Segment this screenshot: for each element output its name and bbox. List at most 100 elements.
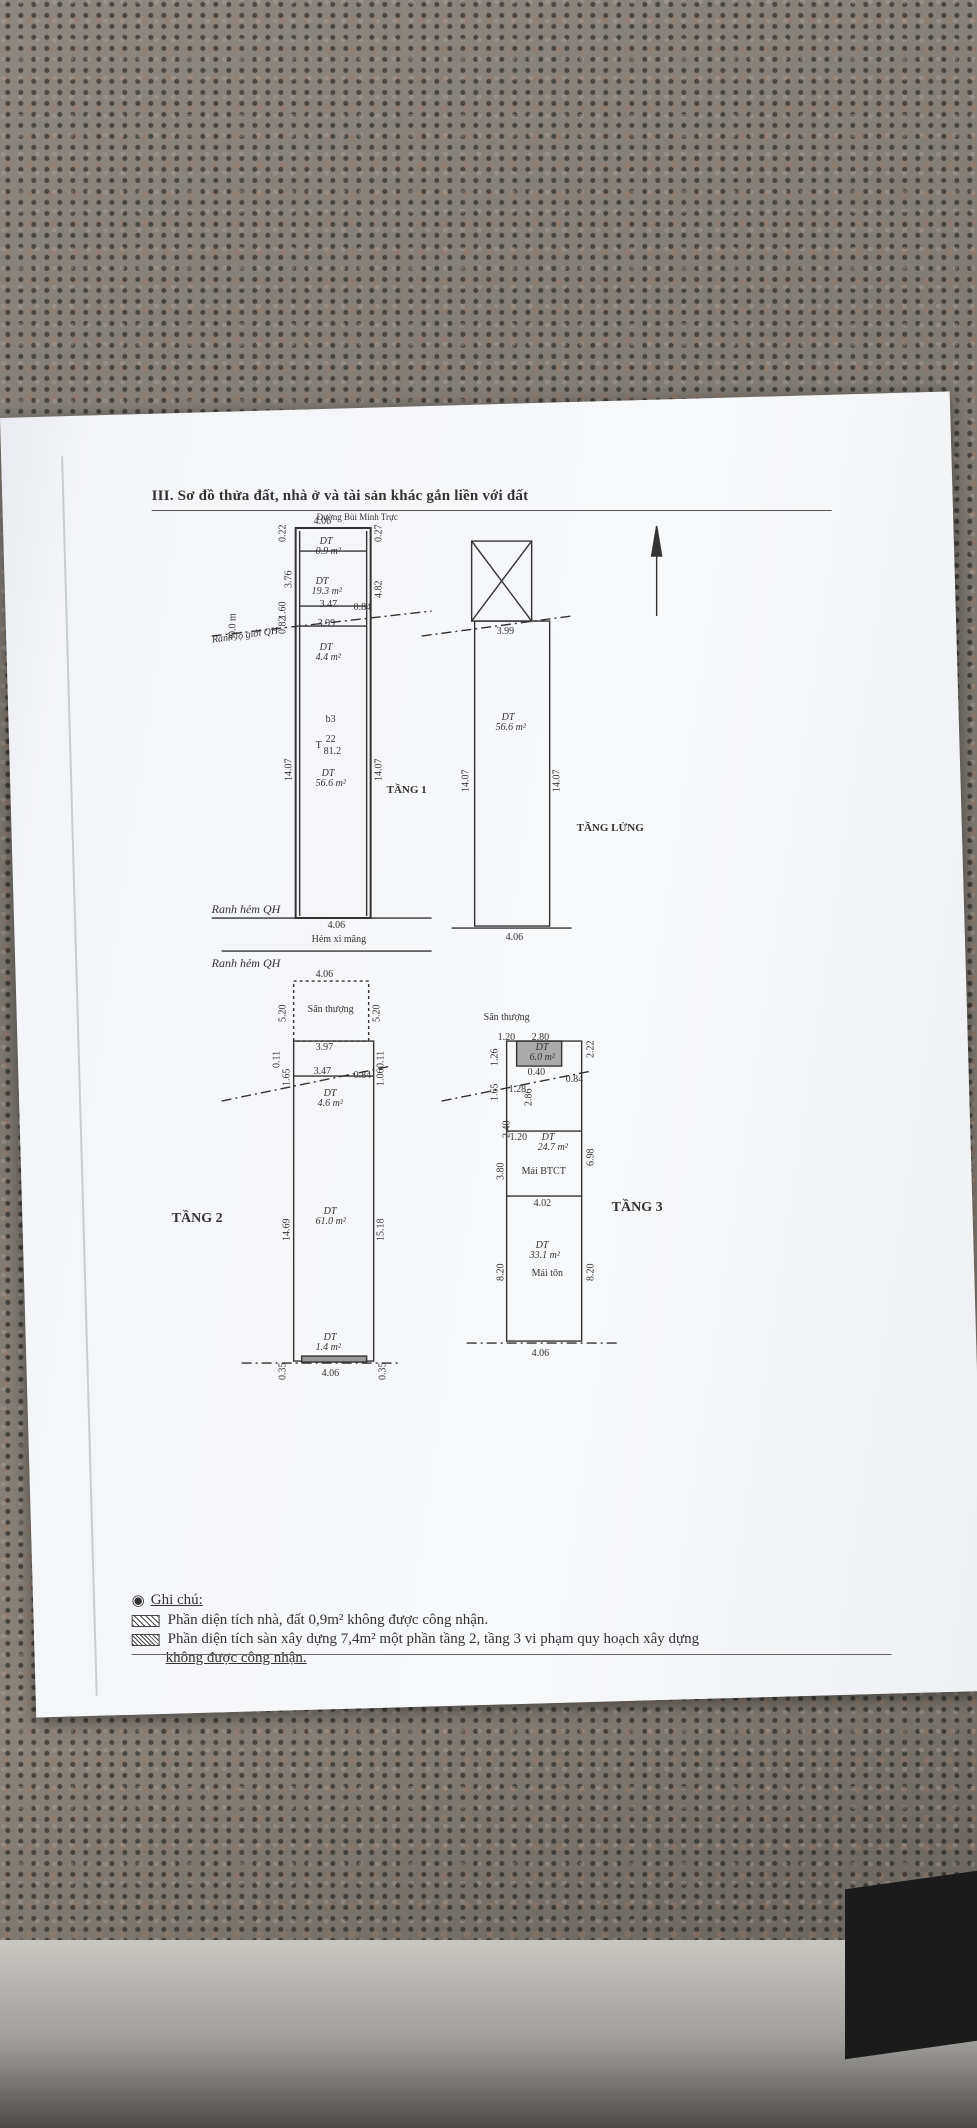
floor3-dim-165: 1.65 — [489, 1083, 501, 1102]
floor3-width-402: 4.02 — [533, 1198, 552, 1210]
floor3-terrace: Sân thượng — [483, 1012, 530, 1024]
legend-title: Ghi chú: — [150, 1592, 203, 1609]
floor3-row1-area: 6.0 m² — [529, 1052, 555, 1064]
floor1-row3-area: 4.4 m² — [315, 652, 341, 664]
legend-item-2-text: Phần diện tích sàn xây dựng 7,4m² một ph… — [167, 1631, 700, 1648]
floor1-title: TẦNG 1 — [386, 784, 427, 797]
floor3-dim-120b: 1.20 — [509, 1132, 528, 1144]
floor1-dim-482: 4.82 — [373, 580, 385, 599]
floor3-dim-820b: 8.20 — [585, 1263, 597, 1282]
floor3-title: TẦNG 3 — [611, 1200, 663, 1216]
floor2-dim-084: 0.84 — [353, 1070, 372, 1082]
floor2-terrace: Sân thượng — [307, 1004, 354, 1016]
floor1-dim-376: 3.76 — [283, 570, 295, 589]
floor1-bottom-width: 4.06 — [327, 920, 346, 932]
hatch-light-icon — [131, 1614, 160, 1627]
floor1-dim-082: 0.82 — [277, 616, 289, 635]
floor1-sheet-sub: 81.2 — [323, 746, 342, 758]
document-content: III. Sơ đồ thửa đất, nhà ở và tài sản kh… — [72, 476, 932, 1666]
floor2-dim-520b: 5.20 — [371, 1004, 383, 1023]
floor3-bottom-width: 4.06 — [531, 1348, 550, 1360]
mezz-bottom-width: 4.06 — [505, 932, 524, 944]
mezz-title: TẦNG LỬNG — [576, 822, 644, 835]
mezz-x2 — [471, 540, 533, 622]
floor2-bottom-width: 4.06 — [321, 1368, 340, 1380]
floor2-mid-width: 3.97 — [315, 1042, 334, 1054]
floor1-alley: Hẻm xi măng — [311, 934, 367, 946]
floor1-alley-boundary: Ranh hẻm QH — [211, 902, 281, 917]
floor3-dim-126: 1.26 — [489, 1048, 501, 1067]
floor2-width-347: 3.47 — [313, 1066, 332, 1078]
floor2-dim-011a: 0.11 — [271, 1050, 283, 1069]
floor2-row1-area: 4.6 m² — [317, 1098, 343, 1110]
floor1-dim-027: 0.27 — [373, 524, 385, 543]
floor1-width-347: 3.47 — [319, 599, 338, 611]
mezz-dim-right: 14.07 — [551, 769, 563, 793]
floor2-terrace — [292, 980, 370, 1042]
floor1-row1-area: 0.9 m² — [315, 546, 341, 558]
floor1-dim-1407-left: 14.07 — [283, 758, 295, 782]
mezz-dim-left: 14.07 — [460, 769, 472, 793]
floor1-parcel: b3 — [325, 714, 336, 726]
floor3-dim-040: 0.40 — [527, 1067, 546, 1079]
floor3-dim-120a: 1.20 — [497, 1032, 516, 1044]
floor2-dim-106: 1.06 — [375, 1068, 387, 1087]
floor3-hatch — [515, 1040, 563, 1067]
floor2-top-width: 4.06 — [315, 969, 334, 981]
dark-object — [845, 1870, 977, 2060]
floor3-roof-concrete: Mái BTCT — [521, 1166, 566, 1178]
mezz-dt-area: 56.6 m² — [495, 722, 526, 734]
floor2-dim-165: 1.65 — [281, 1068, 293, 1087]
floor3-row3-area: 33.1 m² — [529, 1250, 560, 1262]
floor1-road-line — [211, 610, 432, 637]
floor2-dim-1469: 14.69 — [281, 1218, 293, 1242]
floor1-row4-area: 56.6 m² — [315, 778, 346, 790]
floor2-title: TẦNG 2 — [171, 1211, 223, 1227]
floor2-alley-boundary: Ranh hẻm QH — [211, 956, 281, 971]
floor2-row2-area: 61.0 m² — [315, 1216, 346, 1228]
floor1-sheet-label: T — [315, 740, 322, 752]
paper-sheet: III. Sơ đồ thửa đất, nhà ở và tài sản kh… — [0, 391, 977, 1718]
mezz-width: 3.99 — [496, 626, 515, 638]
floor1-mid-width: 3.99 — [317, 618, 336, 630]
floor1-sheet-num: 22 — [325, 734, 336, 746]
floor2-row3-area: 1.4 m² — [315, 1342, 341, 1354]
floor2-dim-035b: 0.35 — [377, 1362, 389, 1381]
floor3-dim-286: 2.86 — [523, 1088, 535, 1107]
hatch-cross-icon — [131, 1633, 160, 1646]
floor2-road-line — [221, 1065, 392, 1102]
floor3-dim-222: 2.22 — [585, 1040, 597, 1059]
floor3-dim-084: 0.84 — [565, 1074, 584, 1086]
legend-item-1-text: Phần diện tích nhà, đất 0,9m² không được… — [167, 1612, 489, 1629]
legend-item-2b-text: không được công nhận. — [165, 1650, 307, 1667]
floor2-dim-035a: 0.35 — [277, 1362, 289, 1381]
floor-plans-drawing — [211, 525, 663, 1364]
floor3-dim-380: 3.80 — [495, 1162, 507, 1181]
floor1-row2-area: 19.3 m² — [311, 586, 342, 598]
floor2-dim-520a: 5.20 — [277, 1004, 289, 1023]
floor1-dim-022: 0.22 — [277, 524, 289, 543]
legend: ◉ Ghi chú: Phần diện tích nhà, đất 0,9m²… — [131, 1591, 700, 1669]
floor1-dim-084: 0.84 — [353, 602, 372, 614]
legend-item-2-cont: không được công nhận. — [132, 1650, 700, 1667]
mezz-outline — [473, 620, 551, 927]
mezz-road-line — [421, 615, 572, 637]
floor3-dim-820a: 8.20 — [495, 1263, 507, 1282]
floor3-row2-area: 24.7 m² — [537, 1142, 568, 1154]
legend-bottom-rule — [131, 1654, 892, 1656]
floor3-outline — [505, 1040, 583, 1342]
floor2-dim-1518: 15.18 — [375, 1218, 387, 1242]
floor2-hatch — [300, 1355, 368, 1363]
legend-title-row: ◉ Ghi chú: — [132, 1591, 700, 1610]
north-arrow-head — [650, 525, 663, 557]
floor3-dim-698: 6.98 — [585, 1148, 597, 1167]
floor-background — [0, 1940, 977, 2128]
legend-item-1: Phần diện tích nhà, đất 0,9m² không được… — [131, 1612, 700, 1629]
floor3-roof-tin: Mái tôn — [531, 1268, 564, 1280]
floor1-dim-1407-right: 14.07 — [373, 758, 385, 782]
legend-item-2: Phần diện tích sàn xây dựng 7,4m² một ph… — [131, 1631, 700, 1648]
floor1-top-width: 4.06 — [313, 516, 332, 528]
floor2-dim-011b: 0.11 — [375, 1050, 387, 1069]
floor3-road-line — [441, 1070, 592, 1102]
target-icon: ◉ — [131, 1593, 145, 1610]
